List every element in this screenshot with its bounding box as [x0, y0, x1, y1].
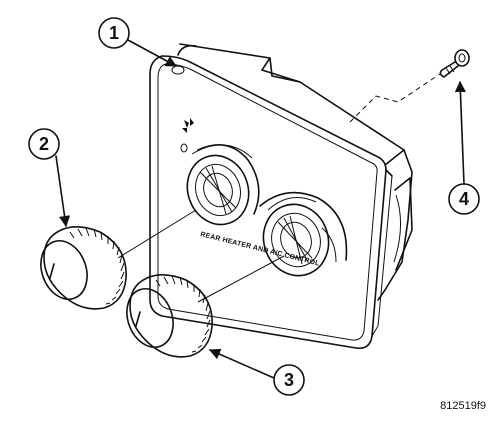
blower-control-knob — [40, 226, 127, 310]
callout-1-number: 1 — [109, 23, 119, 43]
fan-icon — [182, 118, 194, 133]
callout-1: 1 — [98, 17, 177, 67]
callout-4-number: 4 — [459, 189, 469, 209]
callout-4: 4 — [448, 80, 480, 215]
callout-2-number: 2 — [39, 134, 49, 154]
temperature-knob-opening — [259, 191, 348, 277]
callout-3-number: 3 — [284, 370, 294, 390]
blower-knob-opening — [186, 144, 260, 226]
panel-label: REAR HEATER AND A/C CONTROL — [200, 231, 321, 268]
callout-2: 2 — [28, 128, 71, 228]
control-housing — [177, 43, 413, 301]
temperature-control-knob — [126, 274, 213, 358]
figure-id: 812519f9 — [440, 400, 486, 412]
callout-3: 3 — [208, 348, 305, 396]
screw-fastener — [439, 49, 470, 78]
bezel-faceplate — [149, 55, 393, 350]
alignment-lines — [117, 73, 441, 303]
